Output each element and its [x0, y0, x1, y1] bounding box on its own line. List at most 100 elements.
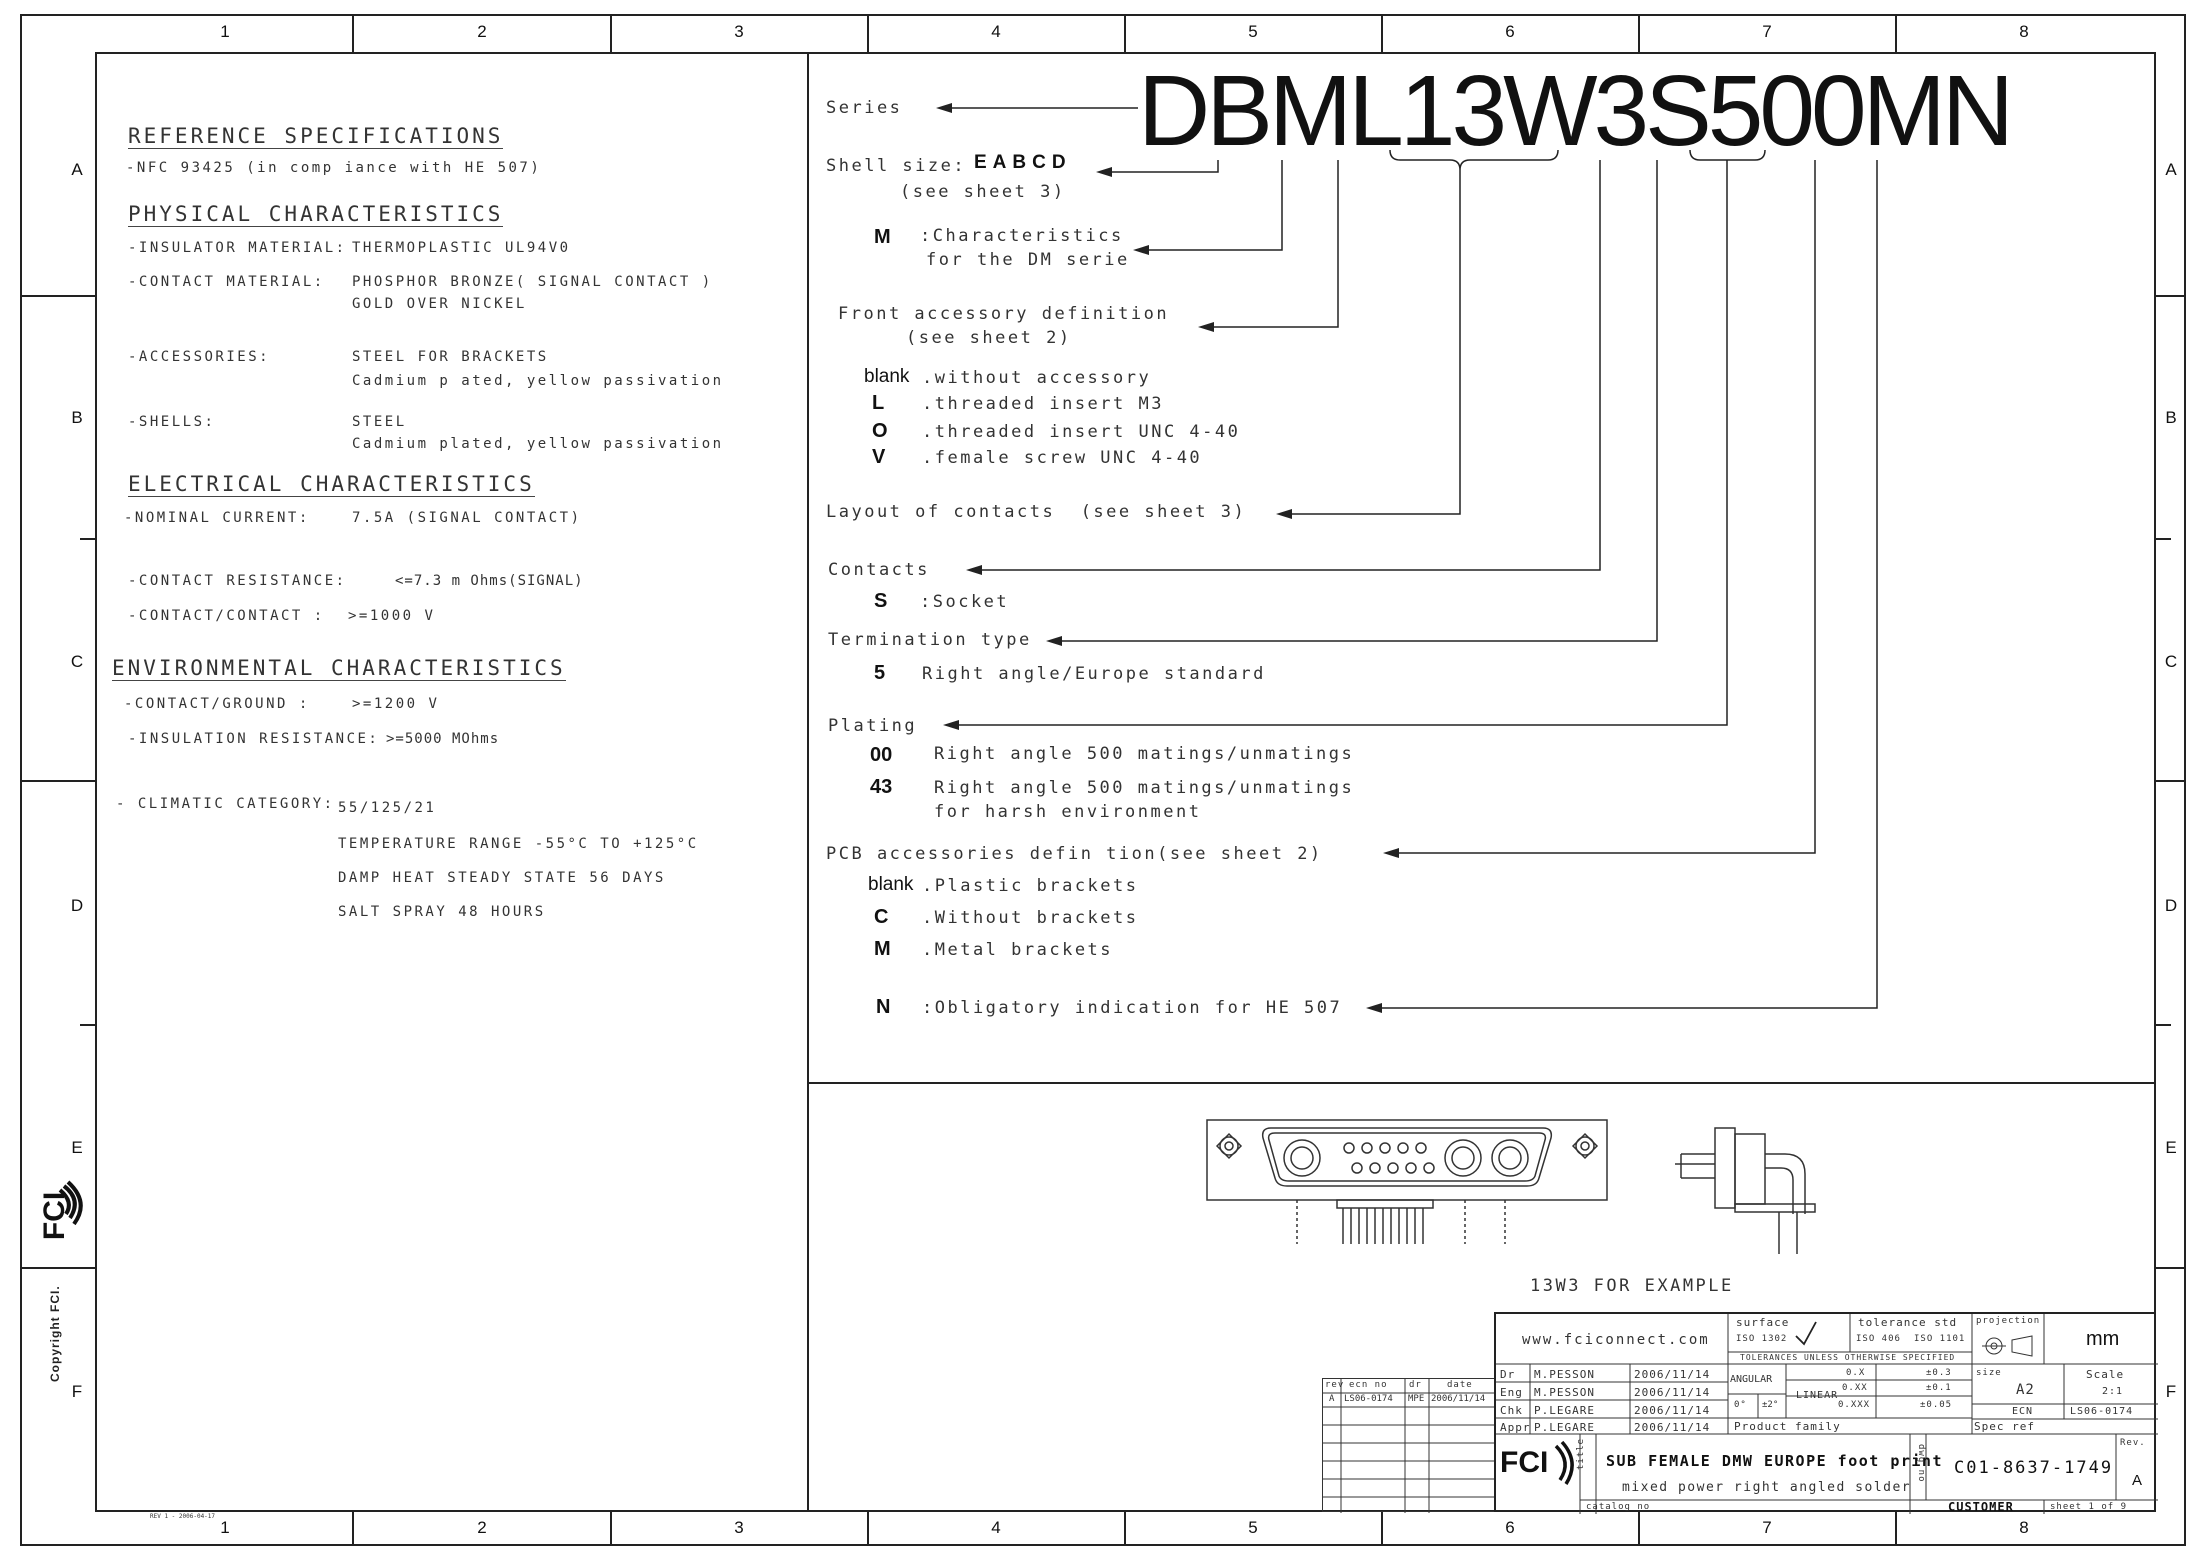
pcb-opt-code: C [874, 906, 889, 928]
linear-val: 0.XXX [1838, 1400, 1871, 1410]
phys-value: Cadmium plated, yellow passivation [352, 436, 724, 452]
title-block: www.fciconnect.com surface ISO 1302 tole… [1494, 1312, 2158, 1514]
row-label-f-right: F [2165, 1382, 2177, 1401]
date-header: date [1447, 1380, 1473, 1390]
pcb-label: PCB accessories defin tion(see sheet 2) [826, 844, 1323, 864]
col-label-5-bottom: 5 [1248, 1518, 1258, 1537]
col-label-7-bottom: 7 [1762, 1518, 1772, 1537]
revision-table: rev ecn no dr date A LS06-0174 MPE 2006/… [1322, 1378, 1495, 1513]
heading-reference-specs: REFERENCE SPECIFICATIONS [128, 124, 504, 149]
shell-size-label: Shell size: [826, 156, 967, 176]
front-accessory-label: Front accessory definition [838, 304, 1170, 324]
angular-tol: ±2° [1762, 1400, 1779, 1410]
env-value: >=1200 V [352, 696, 440, 712]
plating-text: Right angle 500 matings/unmatings [934, 744, 1355, 764]
t-code: 5 [874, 662, 886, 684]
plating-code: 43 [870, 776, 893, 798]
rev-value: A [2132, 1472, 2144, 1489]
product-family-label: Product family [1734, 1420, 1841, 1433]
heading-electrical: ELECTRICAL CHARACTERISTICS [128, 472, 535, 497]
col-label-4-top: 4 [991, 22, 1001, 41]
drawing-title-1: SUB FEMALE DMW EUROPE foot print [1606, 1452, 1943, 1470]
scale-value: 2:1 [2102, 1386, 2124, 1397]
s-code: S [874, 590, 888, 612]
surface-std: ISO 1302 [1736, 1334, 1788, 1344]
appr-name: P.LEGARE [1534, 1421, 1595, 1434]
col-label-6-top: 6 [1505, 22, 1515, 41]
phys-value: THERMOPLASTIC UL94V0 [352, 240, 571, 256]
linear-tol: ±0.3 [1926, 1368, 1952, 1378]
col-label-7-top: 7 [1762, 22, 1772, 41]
drawing-caption: 13W3 FOR EXAMPLE [1530, 1276, 1734, 1296]
linear-val: 0.X [1846, 1368, 1866, 1378]
eng-date: 2006/11/14 [1634, 1386, 1711, 1399]
front-opt-code: L [872, 392, 885, 414]
part-number: DBML13W3S500MN [1138, 55, 2014, 167]
front-opt-code: blank [864, 366, 910, 387]
m-text-1: :Characteristics [920, 226, 1124, 246]
dr-header: dr [1409, 1380, 1422, 1390]
env-value: >=5000 MOhms [386, 731, 500, 747]
col-label-2-bottom: 2 [477, 1518, 487, 1537]
col-label-8-bottom: 8 [2019, 1518, 2029, 1537]
row-label-a-right: A [2165, 160, 2177, 179]
row-label-b-right: B [2165, 408, 2177, 427]
col-label-1-top: 1 [220, 22, 230, 41]
col-label-3-bottom: 3 [734, 1518, 744, 1537]
fci-logo-side: FCI [30, 1180, 86, 1250]
size-label: size [1976, 1368, 2002, 1378]
chk-date: 2006/11/14 [1634, 1404, 1711, 1417]
row-label-c-left: C [70, 652, 84, 671]
fci-logo-title-text: FCI [1500, 1446, 1549, 1479]
dr-role: Dr [1500, 1368, 1516, 1381]
elec-label: -CONTACT RESISTANCE: [128, 573, 347, 589]
termination-label: Termination type [828, 630, 1032, 650]
phys-label: -CONTACT MATERIAL: [128, 274, 325, 290]
row-label-c-right: C [2164, 652, 2178, 671]
front-opt-code: V [872, 446, 886, 468]
pcb-opt-text: .Metal brackets [922, 940, 1114, 960]
catalog-label: catalog no [1586, 1502, 1651, 1512]
heading-physical: PHYSICAL CHARACTERISTICS [128, 202, 504, 227]
projection-label: projection [1976, 1316, 2041, 1326]
ecn-label: ECN [2012, 1406, 2034, 1417]
phys-value: PHOSPHOR BRONZE( SIGNAL CONTACT ) [352, 274, 713, 290]
dr-value: MPE [1408, 1394, 1425, 1404]
front-accessory-note: (see sheet 2) [906, 328, 1072, 348]
climatic-value: TEMPERATURE RANGE -55°C TO +125°C [338, 836, 699, 852]
series-label: Series [826, 98, 903, 118]
size-value: A2 [2016, 1382, 2035, 1398]
s-text: :Socket [920, 592, 1010, 612]
climatic-value: DAMP HEAT STEADY STATE 56 DAYS [338, 870, 666, 886]
elec-label: -NOMINAL CURRENT: [124, 510, 310, 526]
dr-name: M.PESSON [1534, 1368, 1595, 1381]
row-label-b-left: B [71, 408, 83, 427]
ecn-value: LS06-0174 [2070, 1406, 2134, 1417]
front-opt-text: .threaded insert M3 [922, 394, 1164, 414]
contacts-label: Contacts [828, 560, 930, 580]
climatic-value: SALT SPRAY 48 HOURS [338, 904, 546, 920]
phys-label: -INSULATOR MATERIAL: [128, 240, 347, 256]
ecn-header: ecn no [1349, 1380, 1388, 1390]
inner-frame [95, 52, 2156, 1512]
front-opt-text: .threaded insert UNC 4-40 [922, 422, 1241, 442]
row-label-f-left: F [71, 1382, 83, 1401]
tolerance-iso-1101: ISO 1101 [1914, 1334, 1966, 1344]
linear-label: LINEAR [1796, 1390, 1839, 1401]
chk-role: Chk [1500, 1404, 1523, 1417]
surface-label: surface [1736, 1316, 1790, 1329]
plating-label: Plating [828, 716, 918, 736]
date-value: 2006/11/14 [1431, 1394, 1486, 1404]
elec-value: <=7.3 m Ohms(SIGNAL) [395, 573, 584, 589]
website: www.fciconnect.com [1522, 1332, 1710, 1348]
env-label: -INSULATION RESISTANCE: [128, 731, 380, 747]
drawing-number: C01-8637-1749 [1954, 1458, 2114, 1478]
pcb-opt-text: .Plastic brackets [922, 876, 1139, 896]
spec-ref-label: Spec ref [1974, 1420, 2035, 1433]
row-label-e-right: E [2165, 1138, 2177, 1157]
unit: mm [2086, 1328, 2120, 1350]
tolerance-note: TOLERANCES UNLESS OTHERWISE SPECIFIED [1740, 1353, 1956, 1362]
pcb-opt-text: .Without brackets [922, 908, 1139, 928]
dwg-no-label: dwg no [1916, 1444, 1926, 1483]
rev-label: Rev. [2120, 1438, 2146, 1448]
